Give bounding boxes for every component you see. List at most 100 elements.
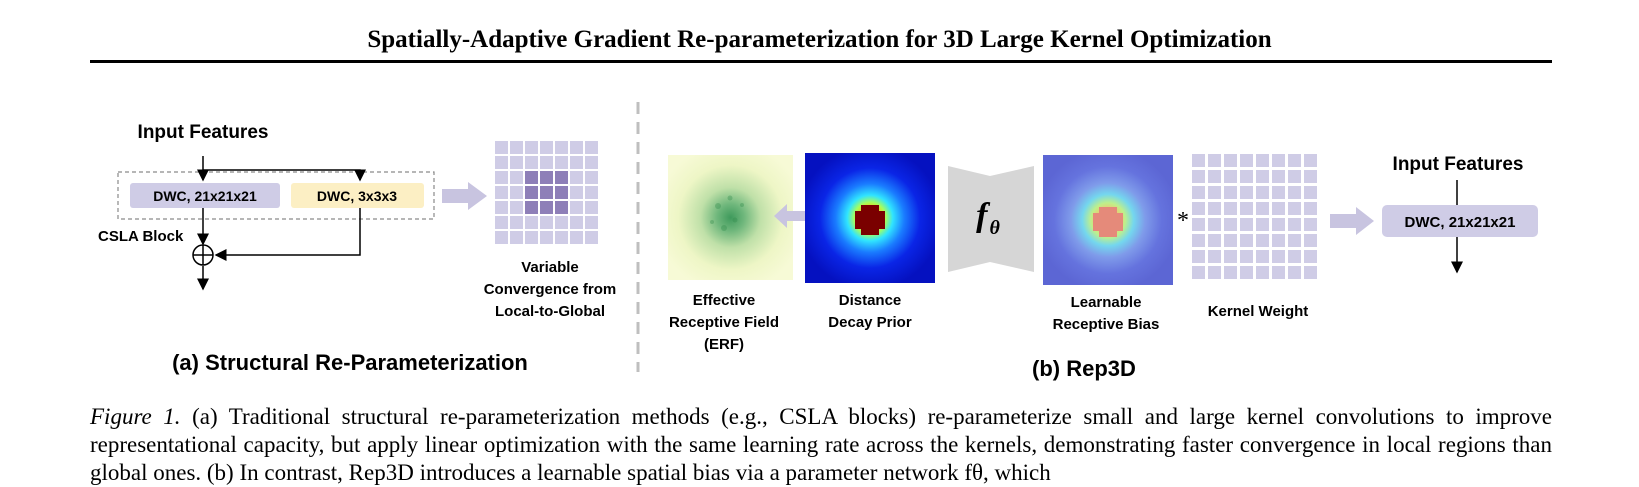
arrow-right-icon (442, 182, 487, 210)
kernel-cell (510, 201, 523, 214)
kernel-cell (1224, 186, 1237, 199)
dwc-large-box (130, 183, 280, 208)
erf-caption-line2: Receptive Field (669, 314, 779, 331)
kernel-cell (1192, 218, 1205, 231)
kernel-cell (585, 216, 598, 229)
kernel-cell (510, 186, 523, 199)
kernel-cell (1192, 154, 1205, 167)
kernel-cell (570, 231, 583, 244)
kernel-cell (1304, 266, 1317, 279)
kernel-cell (495, 201, 508, 214)
kernel-cell (1288, 154, 1301, 167)
kernel-cell (525, 231, 538, 244)
kernel-cell (555, 216, 568, 229)
panel-b: Effective Receptive Field (ERF) Distance… (668, 153, 1538, 381)
kernel-cell (1192, 234, 1205, 247)
kernel-cell (1288, 266, 1301, 279)
kernel-cell (570, 141, 583, 154)
kernel-cell (1272, 170, 1285, 183)
kernel-cell (1288, 218, 1301, 231)
page-header-title: Spatially-Adaptive Gradient Re-parameter… (367, 26, 1272, 53)
kernel-cell (1304, 234, 1317, 247)
kernel-weight-caption: Kernel Weight (1208, 303, 1309, 320)
kernel-cell (1288, 202, 1301, 215)
kernel-cell (525, 216, 538, 229)
kernel-cell (495, 231, 508, 244)
prior-caption-line2: Decay Prior (828, 314, 912, 331)
kernel-cell (1288, 250, 1301, 263)
figure-caption: Figure 1. (a) Traditional structural re-… (90, 403, 1552, 487)
kernel-cell (495, 141, 508, 154)
add-operator-icon (192, 244, 214, 266)
prior-caption-line1: Distance (839, 292, 902, 309)
grid-caption-line1: Variable (521, 259, 579, 276)
dwc-large-label: DWC, 21x21x21 (153, 188, 257, 204)
prior-center-cross (855, 205, 885, 235)
kernel-cell (1224, 250, 1237, 263)
erf-heatmap (668, 155, 793, 280)
kernel-cell (525, 156, 538, 169)
kernel-cell (540, 201, 553, 214)
kernel-cell (1208, 250, 1221, 263)
bias-caption-line2: Receptive Bias (1053, 316, 1160, 333)
kernel-cell (1224, 218, 1237, 231)
kernel-cell (1256, 202, 1269, 215)
kernel-cell (1272, 234, 1285, 247)
kernel-cell (1208, 218, 1221, 231)
kernel-cell (1208, 234, 1221, 247)
kernel-cell (585, 171, 598, 184)
kernel-cell (1272, 266, 1285, 279)
kernel-cell (585, 141, 598, 154)
panel-b-input-label: Input Features (1393, 154, 1524, 175)
kernel-cell (1224, 154, 1237, 167)
kernel-cell (1272, 250, 1285, 263)
panel-b-subtitle: (b) Rep3D (1032, 356, 1136, 381)
kernel-cell (495, 171, 508, 184)
kernel-cell (525, 201, 538, 214)
kernel-weight-grid (1192, 154, 1317, 279)
multiply-symbol: * (1177, 208, 1189, 234)
header-rule (90, 60, 1552, 63)
kernel-cell (525, 186, 538, 199)
bias-caption-line1: Learnable (1071, 294, 1142, 311)
kernel-cell (1304, 154, 1317, 167)
kernel-cell (540, 231, 553, 244)
kernel-cell (1272, 202, 1285, 215)
grid-caption-line3: Local-to-Global (495, 303, 605, 320)
kernel-cell (1192, 170, 1205, 183)
parameter-network-shape (948, 166, 990, 272)
grid-caption-line2: Convergence from (484, 281, 617, 298)
kernel-cell (555, 231, 568, 244)
kernel-cell (525, 141, 538, 154)
erf-caption-line3: (ERF) (704, 336, 744, 353)
kernel-cell (585, 186, 598, 199)
kernel-cell (1256, 154, 1269, 167)
kernel-cell (510, 141, 523, 154)
kernel-cell (570, 201, 583, 214)
caption-label: Figure 1. (90, 404, 181, 429)
kernel-cell (585, 156, 598, 169)
kernel-cell (570, 186, 583, 199)
dwc-small-label: DWC, 3x3x3 (317, 188, 397, 204)
figure-1: Input Features DWC, 21x21x21 DWC, 3x3x3 … (98, 102, 1538, 381)
kernel-cell (1208, 170, 1221, 183)
kernel-cell (1192, 266, 1205, 279)
kernel-cell (1240, 250, 1253, 263)
panel-a-subtitle: (a) Structural Re-Parameterization (172, 350, 528, 375)
kernel-cell (555, 201, 568, 214)
kernel-cell (1224, 170, 1237, 183)
kernel-cell (1224, 266, 1237, 279)
kernel-cell (1272, 218, 1285, 231)
csla-dashed-box (117, 171, 435, 220)
kernel-cell (1272, 186, 1285, 199)
kernel-cell (1208, 154, 1221, 167)
kernel-cell (555, 141, 568, 154)
kernel-cell (540, 156, 553, 169)
kernel-cell (510, 171, 523, 184)
kernel-cell (1240, 170, 1253, 183)
network-symbol-subscript: θ (989, 217, 1000, 239)
kernel-cell (495, 186, 508, 199)
kernel-cell (510, 156, 523, 169)
kernel-cell (1256, 250, 1269, 263)
